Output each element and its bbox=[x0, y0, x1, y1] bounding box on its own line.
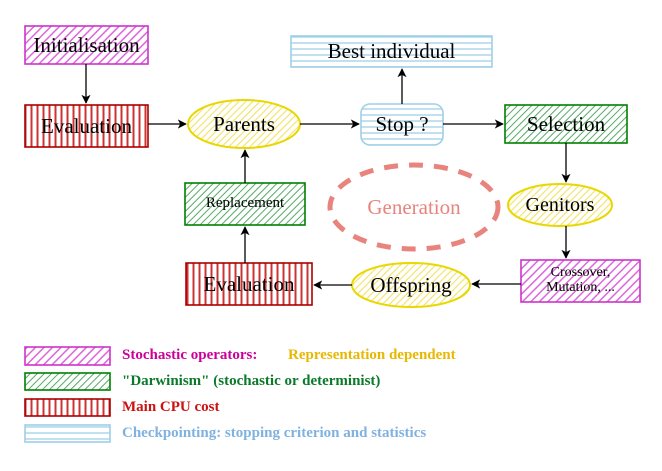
node-evaluation-bottom-shape bbox=[185, 262, 313, 306]
node-replacement-label: Replacement bbox=[205, 195, 285, 212]
node-stop[interactable]: Stop ? bbox=[361, 104, 443, 145]
node-best-individual[interactable]: Best individual bbox=[291, 36, 492, 67]
node-genitors-shape bbox=[507, 183, 613, 227]
legend-label-checkpointing: Checkpointing: stopping criterion and st… bbox=[122, 425, 427, 441]
node-selection[interactable]: Selection bbox=[505, 105, 627, 143]
legend-swatch-darwinism bbox=[24, 372, 111, 391]
node-crossover-label-line1: Crossover, bbox=[550, 265, 611, 281]
legend-label-cpu-cost: Main CPU cost bbox=[122, 399, 220, 415]
node-replacement[interactable]: Replacement bbox=[185, 183, 305, 225]
node-crossover-label-line2: Mutation, ... bbox=[546, 280, 615, 295]
node-evaluation-top[interactable]: Evaluation bbox=[25, 105, 148, 147]
node-generation: Generation bbox=[330, 186, 498, 228]
node-evaluation-bottom-label: Evaluation bbox=[203, 271, 295, 296]
node-parents-label: Parents bbox=[213, 111, 275, 136]
node-stop-label: Stop ? bbox=[375, 112, 429, 137]
node-evaluation-top-label: Evaluation bbox=[41, 113, 132, 138]
node-offspring-label: Offspring bbox=[370, 272, 452, 297]
legend-swatch-stochastic bbox=[24, 346, 111, 366]
legend-swatch-cpu bbox=[24, 398, 111, 417]
node-evaluation-top-shape bbox=[24, 104, 149, 148]
node-initialisation[interactable]: Initialisation bbox=[25, 26, 148, 64]
legend-swatch-checkpointing bbox=[24, 424, 111, 443]
node-replacement-shape bbox=[184, 182, 306, 226]
node-evaluation-bottom[interactable]: Evaluation bbox=[186, 263, 312, 305]
node-best-individual-shape bbox=[290, 35, 493, 68]
node-generation-shape bbox=[327, 162, 501, 252]
node-initialisation-shape bbox=[24, 25, 149, 65]
node-parents[interactable]: Parents bbox=[188, 100, 300, 148]
legend-label-representation: Representation dependent bbox=[288, 347, 456, 363]
node-generation-label: Generation bbox=[367, 194, 461, 219]
node-crossover-mutation[interactable]: Crossover, Mutation, ... bbox=[521, 260, 640, 302]
legend-label-stochastic: Stochastic operators: bbox=[122, 347, 258, 363]
node-crossover-shape bbox=[520, 259, 641, 303]
node-initialisation-label: Initialisation bbox=[33, 32, 140, 57]
legend-label-darwinism: "Darwinism" (stochastic or determinist) bbox=[122, 373, 381, 389]
node-genitors-label: Genitors bbox=[525, 193, 595, 216]
node-offspring[interactable]: Offspring bbox=[352, 263, 470, 307]
node-selection-label: Selection bbox=[526, 111, 606, 136]
node-best-individual-label: Best individual bbox=[327, 39, 456, 64]
node-genitors[interactable]: Genitors bbox=[508, 184, 612, 226]
